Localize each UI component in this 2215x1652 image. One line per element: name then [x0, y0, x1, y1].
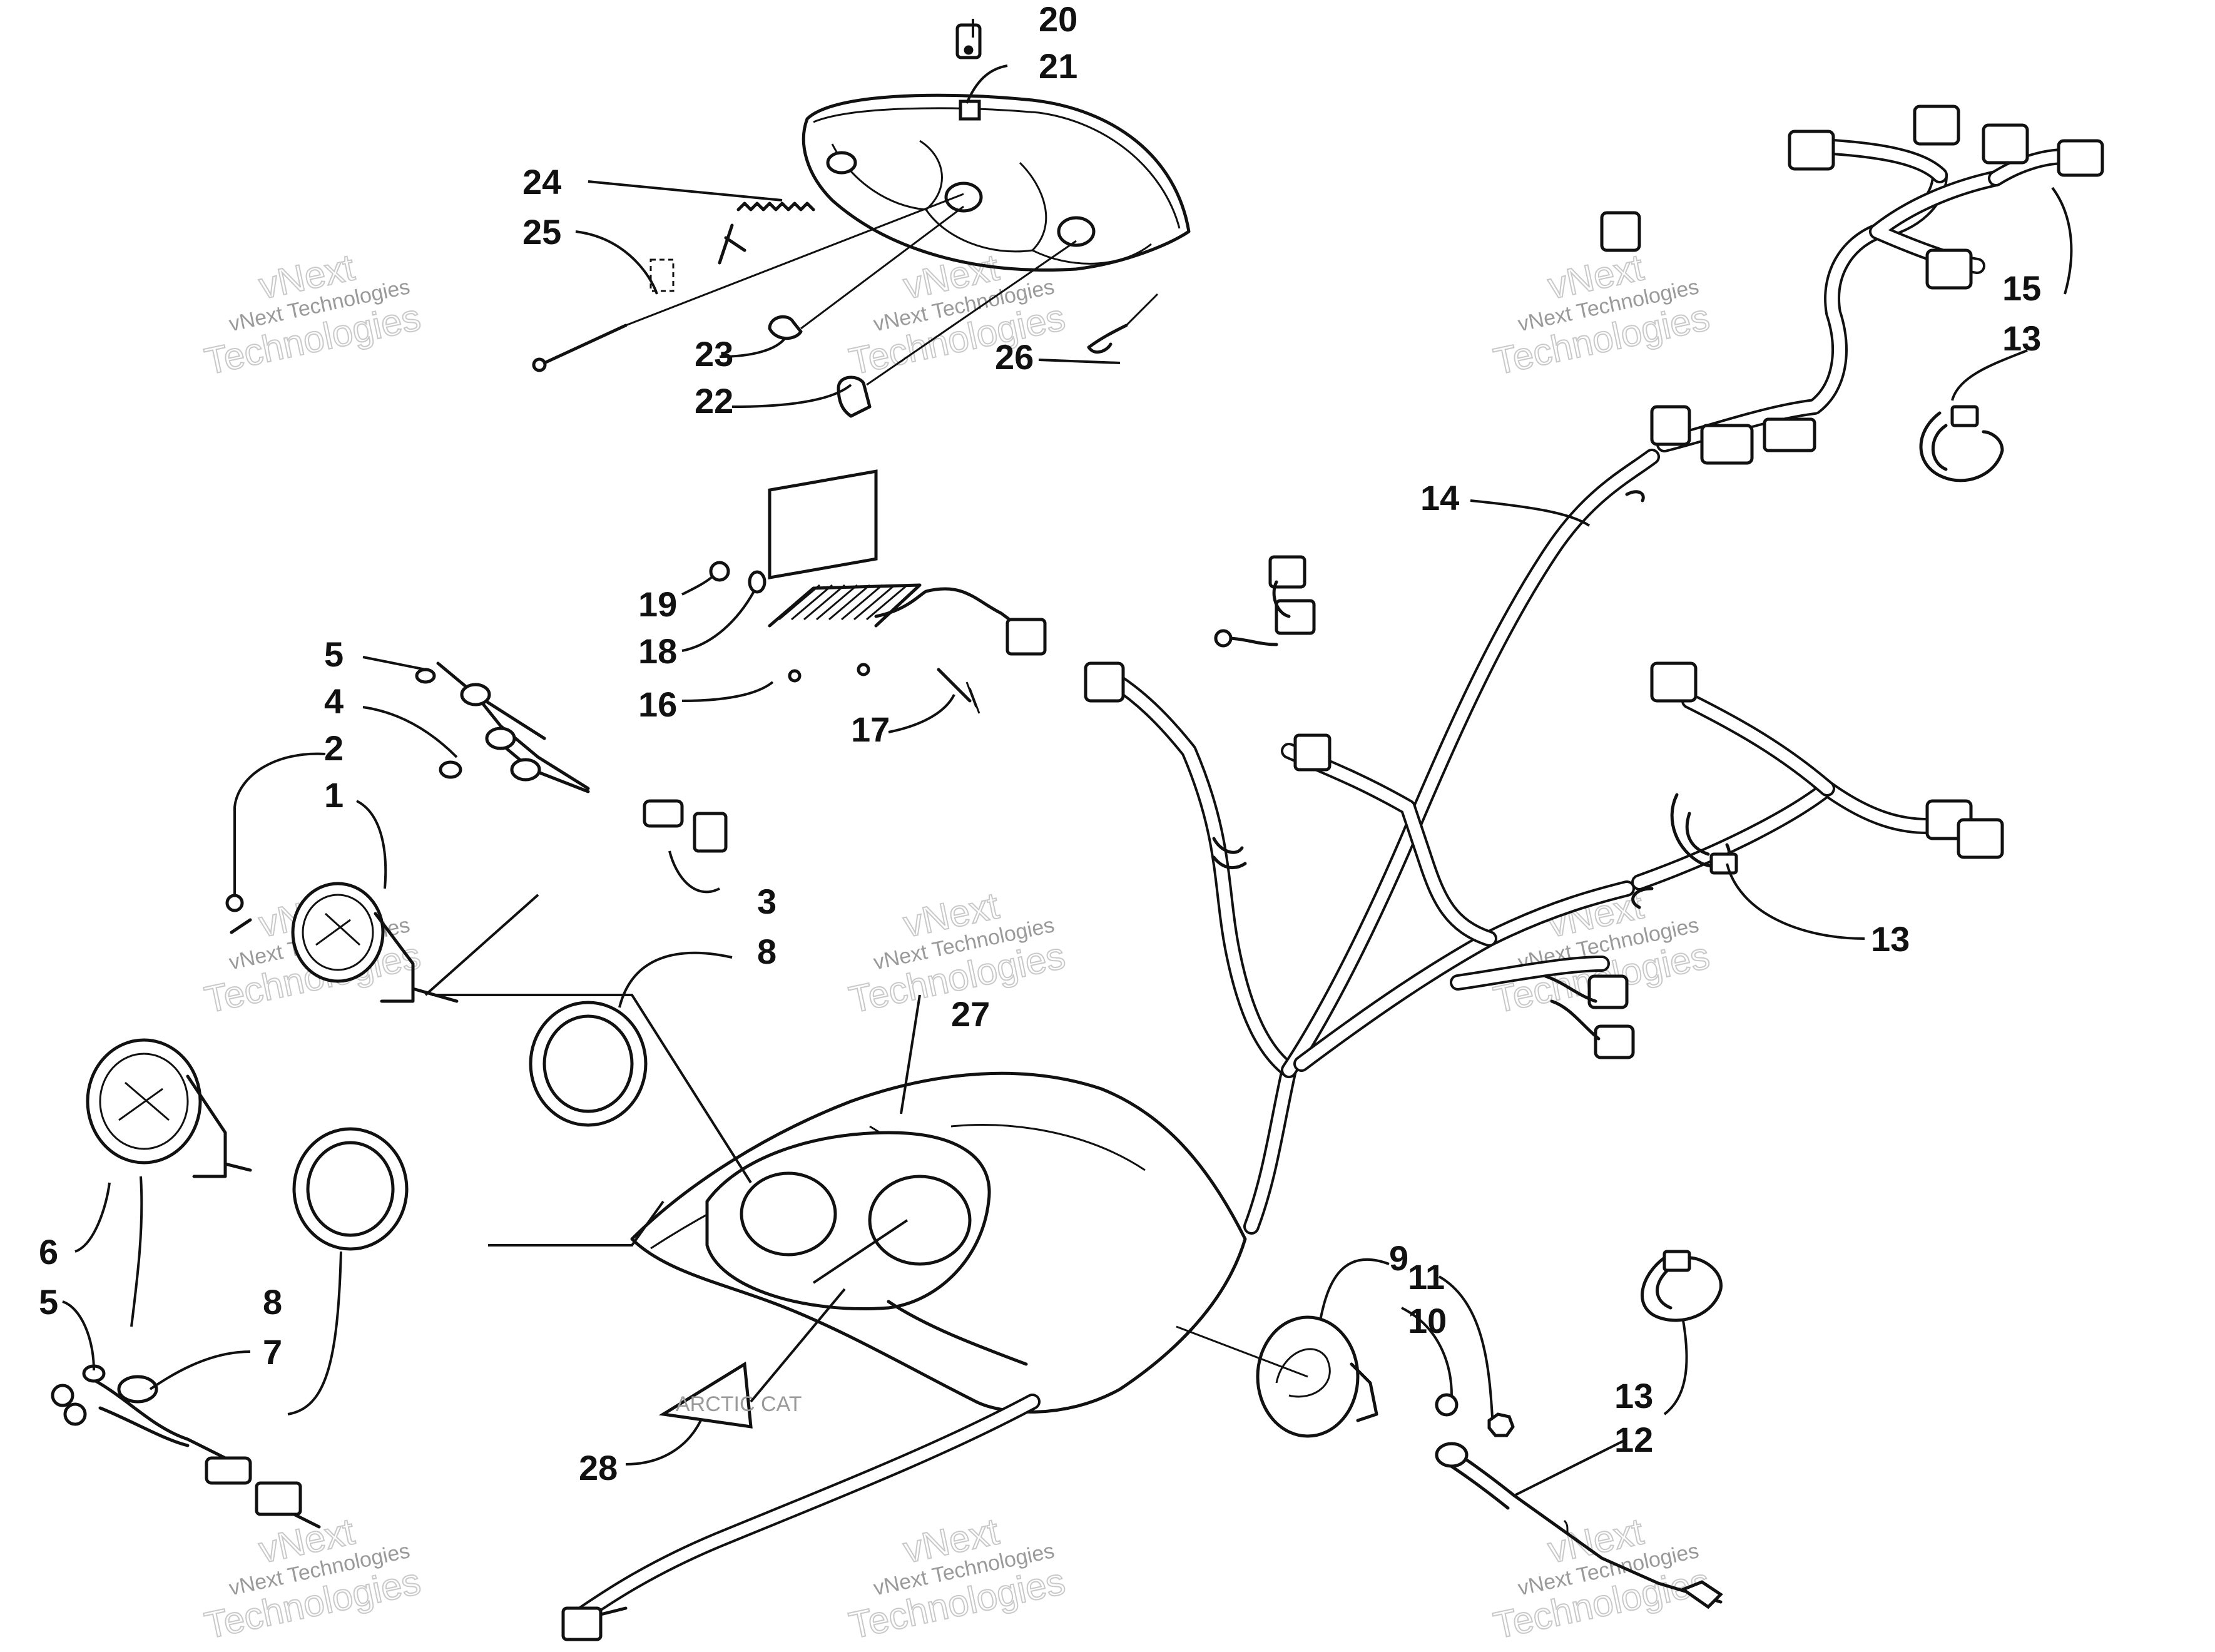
callouts: 1 2 3 4 5 5 6 7 8 8 9 10 11 12 13 13 13 … [39, 0, 2041, 1487]
callout-label: 24 [522, 162, 561, 201]
speedometer-bezel-ring [292, 1127, 409, 1251]
callout-label: 3 [757, 882, 777, 921]
callout-label: 12 [1614, 1420, 1653, 1459]
watermark: vNext vNext Technologies Technologies [200, 245, 425, 383]
callout-label: 21 [1039, 46, 1077, 86]
cable-tie-strap [1641, 1250, 1723, 1322]
callout-label: 15 [2002, 268, 2041, 308]
callout-label: 13 [1871, 919, 1910, 959]
callout-label: 9 [1389, 1238, 1408, 1278]
callout-label: 1 [324, 775, 344, 815]
watermark: vNext vNext Technologies Technologies [1489, 245, 1714, 383]
headlight-assembly [532, 23, 1191, 418]
callout-label: 2 [324, 728, 344, 768]
dash-panel [630, 1071, 1247, 1414]
callout-label: 5 [324, 635, 344, 674]
callout-label: 7 [263, 1332, 282, 1372]
callout-label: 25 [522, 212, 561, 252]
callout-label: 6 [39, 1232, 58, 1272]
cable-tie-strap [1670, 793, 1738, 875]
callout-label: 5 [39, 1282, 58, 1322]
callout-label: 13 [1614, 1376, 1653, 1415]
watermark: vNext vNext Technologies Technologies [1489, 1509, 1714, 1647]
arctic-cat-decal: ARCTIC CAT [658, 1361, 802, 1429]
callout-label: 14 [1420, 478, 1459, 518]
cable-tie-strap [1919, 405, 2004, 482]
decal-text: ARCTIC CAT [676, 1392, 802, 1416]
leader-lines [62, 19, 2073, 1497]
callout-label: 26 [995, 337, 1034, 377]
callout-label: 10 [1408, 1301, 1447, 1340]
callout-label: 8 [263, 1282, 282, 1322]
watermark: vNext vNext Technologies Technologies [845, 1509, 1069, 1647]
gauge-wiring [51, 661, 728, 1529]
callout-label: 13 [2002, 319, 2041, 358]
speedometer-assembly [86, 1038, 409, 1251]
callout-label: 27 [951, 994, 990, 1034]
callout-label: 18 [638, 631, 677, 671]
callout-label: 8 [757, 932, 777, 971]
main-wiring-harness [561, 105, 2104, 1641]
callout-label: 22 [695, 381, 733, 421]
voltage-regulator-assembly [709, 469, 1047, 714]
callout-label: 19 [638, 584, 677, 624]
callout-label: 17 [851, 710, 890, 749]
callout-label: 4 [324, 681, 344, 721]
callout-label: 11 [1408, 1257, 1445, 1297]
speedometer-drive-assembly [1176, 1315, 1723, 1609]
tachometer-assembly [225, 882, 648, 1127]
tachometer-bezel-ring [529, 1001, 648, 1127]
callout-label: 16 [638, 685, 677, 724]
gauge-bezel-panel [705, 1131, 991, 1311]
callout-label: 20 [1039, 0, 1077, 39]
callout-label: 23 [695, 334, 733, 374]
callout-label: 28 [579, 1448, 618, 1487]
